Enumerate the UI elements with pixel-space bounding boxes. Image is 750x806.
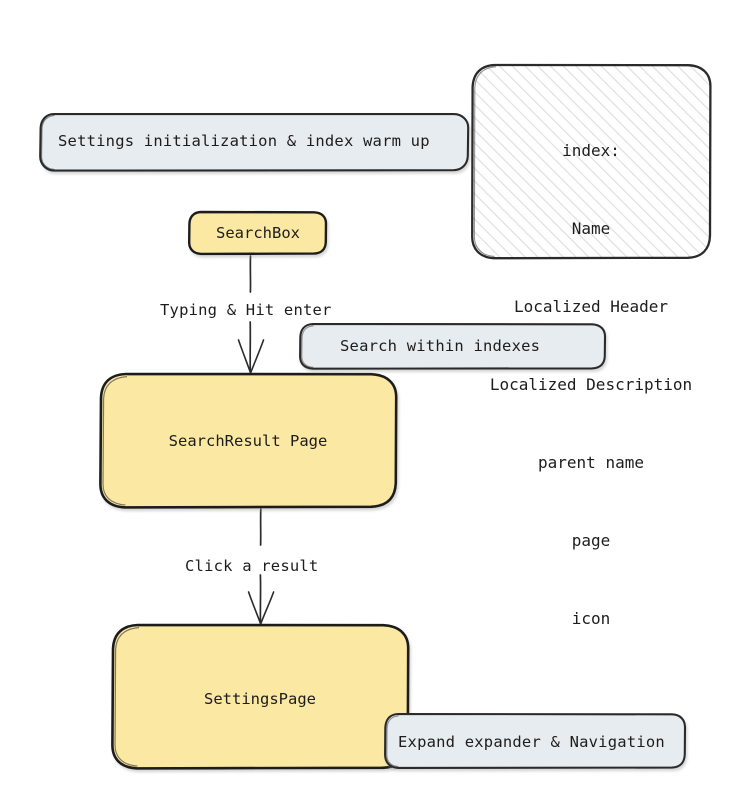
note-settings-initialization (39, 112, 470, 172)
note-settings-initialization-label: Settings initialization & index warm up (58, 132, 430, 150)
index-note-box (471, 63, 712, 260)
node-searchresult-page[interactable] (99, 372, 398, 509)
index-line-4: parent name (538, 453, 644, 472)
edge-searchresult-to-settingspage (247, 508, 275, 625)
index-line-2: Localized Header (513, 297, 669, 316)
note-expand-expander-label: Expand expander & Navigation (398, 733, 665, 751)
edge-typing-label: Typing & Hit enter (160, 301, 332, 319)
index-line-6: icon (571, 609, 611, 628)
index-line-5: page (571, 531, 611, 550)
index-line-1: Name (571, 219, 611, 238)
index-note-text: index: Name Localized Header Localized D… (472, 86, 710, 658)
node-searchbox[interactable] (187, 210, 328, 256)
note-search-within-indexes (299, 322, 607, 370)
note-expand-expander (384, 712, 687, 769)
index-line-0: index: (562, 141, 620, 160)
index-line-3: Localized Description (489, 375, 693, 394)
node-settingspage[interactable] (111, 623, 410, 770)
edge-click-label: Click a result (185, 557, 319, 575)
note-search-within-indexes-label: Search within indexes (340, 337, 541, 355)
edge-searchbox-to-searchresult (237, 255, 265, 374)
